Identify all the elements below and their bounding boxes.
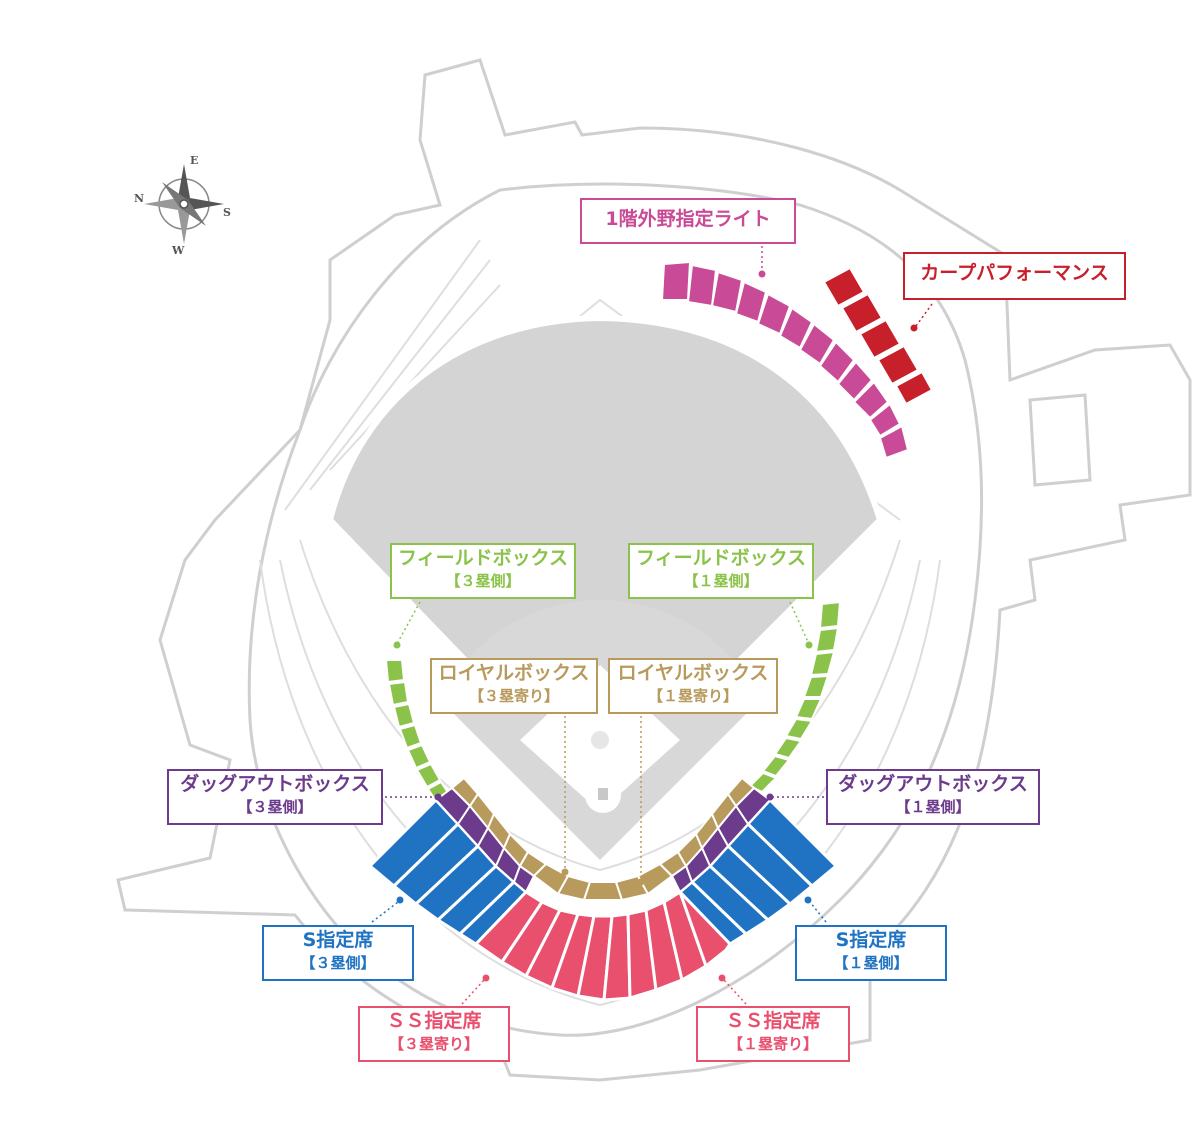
label-field-box-3b: フィールドボックス 【３塁側】 xyxy=(390,543,576,599)
label-royal-box-3b-line2: 【３塁寄り】 xyxy=(468,687,559,705)
home-plate xyxy=(598,788,608,800)
field-box-1b-seats xyxy=(748,600,842,794)
label-s-seat-1b-line1: S指定席 xyxy=(835,929,907,951)
label-carp-performance: カープパフォーマンス xyxy=(903,252,1126,300)
outfield-right-seats xyxy=(660,260,910,460)
label-s-seat-1b: S指定席 【１塁側】 xyxy=(795,925,947,981)
label-field-box-1b: フィールドボックス 【１塁側】 xyxy=(628,543,814,599)
label-field-box-3b-line2: 【３塁側】 xyxy=(445,572,521,590)
label-s-seat-3b-line1: S指定席 xyxy=(302,929,374,951)
label-field-box-3b-line1: フィールドボックス xyxy=(397,547,569,569)
label-ss-seat-1b: ＳＳ指定席 【１塁寄り】 xyxy=(696,1006,850,1062)
label-carp-performance-text: カープパフォーマンス xyxy=(920,262,1109,284)
label-field-box-1b-line1: フィールドボックス xyxy=(635,547,807,569)
label-ss-seat-3b-line1: ＳＳ指定席 xyxy=(386,1010,482,1032)
label-field-box-1b-line2: 【１塁側】 xyxy=(683,572,759,590)
label-dugout-box-3b-line1: ダッグアウトボックス xyxy=(180,773,370,795)
label-dugout-box-1b: ダッグアウトボックス 【１塁側】 xyxy=(826,769,1040,825)
label-s-seat-3b-line2: 【３塁側】 xyxy=(300,954,376,972)
label-royal-box-1b-line1: ロイヤルボックス xyxy=(617,662,769,684)
label-royal-box-1b-line2: 【１塁寄り】 xyxy=(647,687,738,705)
compass-w: W xyxy=(171,244,185,257)
label-royal-box-3b-line1: ロイヤルボックス xyxy=(438,662,590,684)
pitchers-mound xyxy=(591,731,609,749)
label-dugout-box-1b-line2: 【１塁側】 xyxy=(895,798,971,816)
leader-lines xyxy=(371,246,933,1005)
label-s-seat-3b: S指定席 【３塁側】 xyxy=(262,925,414,981)
label-royal-box-3b: ロイヤルボックス 【３塁寄り】 xyxy=(430,658,598,714)
leader-dots xyxy=(393,270,918,982)
label-dugout-box-1b-line1: ダッグアウトボックス xyxy=(838,773,1028,795)
compass-rose-icon: E N S W xyxy=(134,154,231,257)
label-royal-box-1b: ロイヤルボックス 【１塁寄り】 xyxy=(608,658,778,714)
carp-performance-seats xyxy=(822,266,934,406)
royal-box-seats xyxy=(450,776,756,902)
s-seat-3b xyxy=(367,797,529,946)
compass-e: E xyxy=(190,154,198,167)
compass-n: N xyxy=(134,192,144,205)
label-outfield-right-text: 1階外野指定ライト xyxy=(605,208,771,230)
ss-seats xyxy=(473,889,732,1002)
outfield-grass xyxy=(326,314,884,805)
label-outfield-right: 1階外野指定ライト xyxy=(580,198,796,244)
compass-s: S xyxy=(223,206,231,219)
s-seat-1b xyxy=(677,797,839,946)
label-dugout-box-3b-line2: 【３塁側】 xyxy=(237,798,313,816)
label-ss-seat-3b: ＳＳ指定席 【３塁寄り】 xyxy=(358,1006,510,1062)
dugout-box-1b-seats xyxy=(670,786,772,894)
label-ss-seat-1b-line1: ＳＳ指定席 xyxy=(725,1010,821,1032)
label-dugout-box-3b: ダッグアウトボックス 【３塁側】 xyxy=(167,769,383,825)
label-ss-seat-3b-line2: 【３塁寄り】 xyxy=(388,1035,479,1053)
label-ss-seat-1b-line2: 【１塁寄り】 xyxy=(727,1035,818,1053)
label-s-seat-1b-line2: 【１塁側】 xyxy=(833,954,909,972)
